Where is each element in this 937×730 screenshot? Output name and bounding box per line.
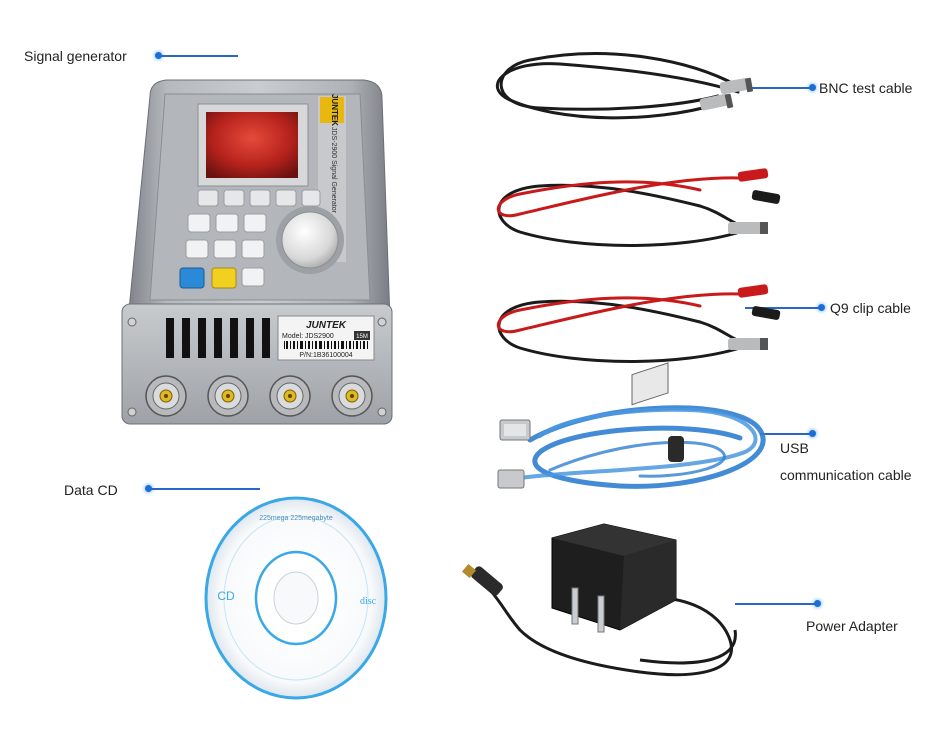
label-data-cd: Data CD: [64, 482, 118, 498]
power-adapter: [461, 362, 737, 677]
plate-badge: 15M: [356, 334, 368, 340]
leader-line-usb: [760, 433, 811, 435]
leader-dot-q9: [818, 304, 825, 311]
channel-1-key: [179, 267, 205, 289]
cd-logo-left: CD: [217, 589, 235, 603]
plate-brand: JUNTEK: [306, 320, 347, 331]
adapter-label: [631, 362, 669, 406]
device-screen: [206, 112, 298, 178]
label-usb-communication-cable: communication cable: [780, 467, 912, 483]
vent-slots: [166, 318, 270, 358]
cd-ring-text: 225mega 225megabyte: [259, 515, 333, 522]
leader-dot-bnc: [809, 84, 816, 91]
leader-dot-signal-generator: [155, 52, 162, 59]
leader-line-power-adapter: [735, 603, 816, 605]
leader-dot-power-adapter: [814, 600, 821, 607]
bnc-test-cable: [496, 52, 754, 120]
keypad: [179, 213, 267, 289]
leader-dot-data-cd: [145, 485, 152, 492]
bnc-connector-4: [331, 375, 373, 417]
bnc-connector-3: [269, 375, 311, 417]
device-brand-vertical: JUNTEK: [330, 94, 339, 126]
q9-clip-cable-upper: [496, 168, 781, 247]
label-usb: USB: [780, 440, 809, 456]
leader-dot-usb: [809, 430, 816, 437]
bnc-connector-1: [145, 375, 187, 417]
channel-2-key: [211, 267, 237, 289]
label-signal-generator: Signal generator: [24, 48, 127, 64]
cd-logo-right: disc: [360, 596, 377, 607]
leader-line-q9: [745, 307, 820, 309]
function-keys: [197, 189, 321, 207]
plate-part-number: P/N:1B36100004: [299, 352, 352, 359]
rotary-knob: [281, 211, 339, 269]
data-cd: 225mega 225megabyte CD disc: [204, 496, 388, 700]
device-model-vertical: JDS-2900 Signal Generator: [330, 127, 337, 214]
barcode: [284, 341, 368, 349]
usb-cable: [497, 405, 766, 489]
label-power-adapter: Power Adapter: [806, 618, 898, 634]
bnc-connector-2: [207, 375, 249, 417]
leader-line-signal-generator: [160, 55, 238, 57]
leader-line-data-cd: [150, 488, 260, 490]
label-q9-clip-cable: Q9 clip cable: [830, 300, 911, 316]
signal-generator: JUNTEK JDS-2900 Signal Generator: [121, 79, 393, 425]
q9-clip-cable-lower: [496, 284, 781, 363]
leader-line-bnc: [738, 87, 811, 89]
label-bnc-test-cable: BNC test cable: [819, 80, 913, 96]
plate-model: Model: JDS2900: [282, 333, 334, 340]
